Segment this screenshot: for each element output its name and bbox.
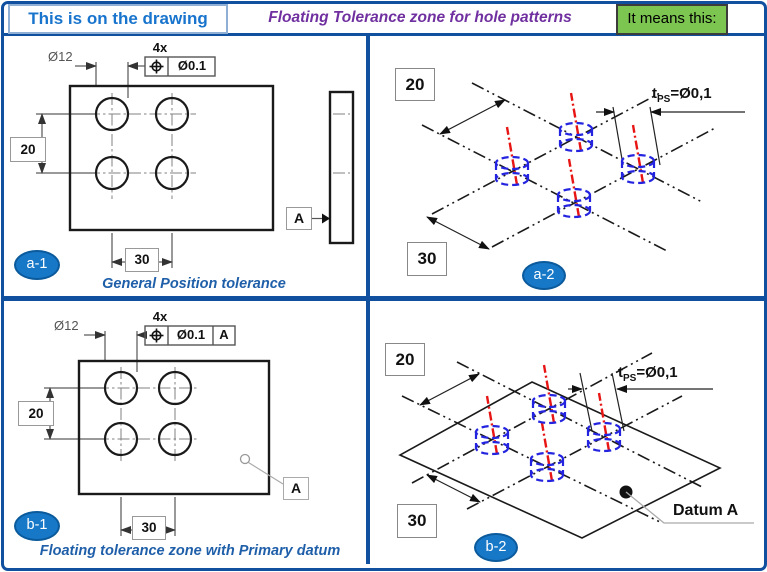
fcf-frame [144,325,236,346]
datum-flag: A [286,207,312,230]
mid-horizontal-divider [2,296,764,301]
page-title: Floating Tolerance zone for hole pattern… [268,9,572,26]
iso-dimension-arrows [426,99,506,250]
datum-point-leader [619,485,754,524]
datum-face-leader [239,453,284,485]
header-left-box: This is on the drawing [8,4,228,34]
centerlines [88,93,350,199]
tolerance-zone-axes [505,92,645,218]
vertical-dim-box: 20 [385,343,425,376]
caption-a1: General Position tolerance [102,276,286,292]
panel-b1-drawing-svg [44,325,284,536]
tps-dimension [568,372,713,432]
fcf-tolerance: Ø0.1 [176,327,206,342]
horizontal-dim-box: 30 [132,516,166,540]
panel-b1: Ø12 4x Ø0.1 A 20 30 A b-1 Floating toler… [4,301,366,564]
fcf-datum: A [219,327,229,342]
mid-vertical-divider [366,34,370,564]
header-divider [2,33,764,36]
panel-a2: 20 30 tPS=Ø0,1 a-2 [368,37,763,296]
fcf-frame [144,56,216,77]
hole-circles [103,370,193,457]
hole-diameter-label: Ø12 [48,49,73,64]
vertical-dim-box: 20 [10,137,46,162]
horizontal-dim-box: 30 [125,248,159,272]
header-right-box: It means this: [616,4,728,35]
panel-b2-drawing-svg [398,352,754,539]
tps-tolerance-label: tPS=Ø0,1 [618,364,678,384]
panel-a1: Ø12 4x Ø0.1 20 30 A a-1 General Position… [4,37,366,296]
tolerance-zone-cylinders [494,121,656,219]
panel-a2-drawing-svg [421,82,745,252]
count-label: 4x [152,309,168,324]
tolerance-zone-cylinders [474,393,622,483]
datum-triangle-icon [322,213,330,224]
vertical-dim-box: 20 [395,68,435,101]
dimension-lines [36,62,173,268]
datum-a-label: Datum A [673,502,739,519]
tps-dimension [596,106,745,166]
badge-b2: b-2 [474,533,518,562]
hole-diameter-label: Ø12 [54,318,79,333]
tolerance-zone-axes [485,364,611,482]
horizontal-dim-box: 30 [407,242,447,276]
badge-a1: a-1 [14,250,60,280]
count-label: 4x [152,40,168,55]
tps-tolerance-label: tPS=Ø0,1 [652,85,712,105]
hole-circles [94,96,190,191]
caption-b1: Floating tolerance zone with Primary dat… [39,543,341,559]
datum-plane-outline [398,381,722,539]
side-view-outline [328,90,355,245]
badge-b1: b-1 [14,511,60,541]
position-symbol-icon [149,328,164,343]
iso-dimension-arrows [419,373,481,503]
panel-b2: 20 30 tPS=Ø0,1 Datum A b-2 [368,301,763,564]
horizontal-dim-box: 30 [397,504,437,538]
badge-a2: a-2 [522,261,566,290]
plate-outline [77,359,271,496]
position-symbol-icon [149,59,164,74]
header-right-label: It means this: [627,10,717,27]
centerlines [97,367,199,463]
fcf-tolerance: Ø0.1 [177,58,207,73]
header-left-label: This is on the drawing [28,9,208,28]
phantom-grid-lines [421,82,718,252]
plate-outline [68,84,275,232]
vertical-dim-box: 20 [18,401,54,426]
datum-flag: A [283,477,309,500]
panel-a1-drawing-svg [36,56,355,268]
